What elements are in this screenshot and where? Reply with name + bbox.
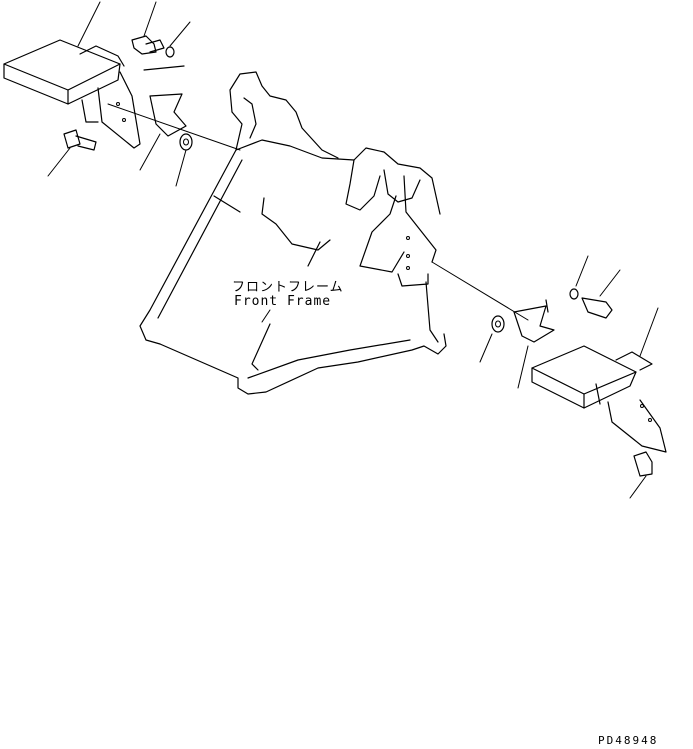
front-frame-label-ja: フロントフレーム	[232, 280, 344, 295]
left-mount-assembly	[3, 1, 241, 187]
front-frame	[139, 71, 447, 395]
front-frame-label-en: Front Frame	[234, 294, 332, 309]
right-mount-assembly	[431, 255, 667, 499]
drawing-code: PD48948	[598, 734, 659, 747]
